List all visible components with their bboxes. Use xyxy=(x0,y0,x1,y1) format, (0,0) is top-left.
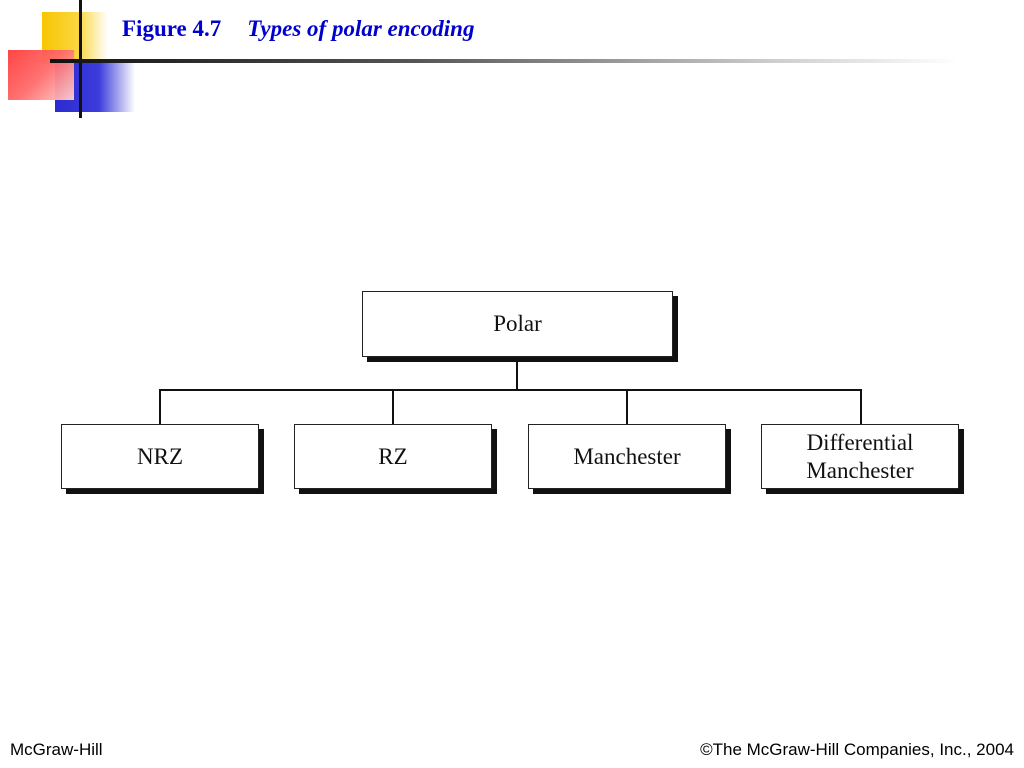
decorative-horizontal-rule xyxy=(50,59,960,63)
node-polar-label: Polar xyxy=(493,311,542,336)
connector-horizontal-bus xyxy=(159,389,862,391)
node-polar: Polar xyxy=(362,291,673,357)
footer-publisher: McGraw-Hill xyxy=(10,740,103,759)
node-differential-manchester: Differential Manchester xyxy=(761,424,959,489)
node-manchester: Manchester xyxy=(528,424,726,489)
node-rz-label: RZ xyxy=(378,443,408,469)
connector-nrz xyxy=(159,389,161,425)
connector-differential-manchester xyxy=(860,389,862,425)
node-differential-manchester-label: Differential Manchester xyxy=(806,429,914,483)
node-rz: RZ xyxy=(294,424,492,489)
node-manchester-label: Manchester xyxy=(573,443,681,469)
node-nrz: NRZ xyxy=(61,424,259,489)
connector-root-stem xyxy=(516,358,518,390)
decorative-red-block xyxy=(8,50,74,100)
connector-manchester xyxy=(626,389,628,425)
node-nrz-label: NRZ xyxy=(137,443,183,469)
footer-copyright: ©The McGraw-Hill Companies, Inc., 2004 xyxy=(700,740,1014,759)
connector-rz xyxy=(392,389,394,425)
figure-number: Figure 4.7 xyxy=(122,16,222,41)
slide-title: Figure 4.7 Types of polar encoding xyxy=(122,16,474,42)
figure-caption: Types of polar encoding xyxy=(247,16,475,41)
